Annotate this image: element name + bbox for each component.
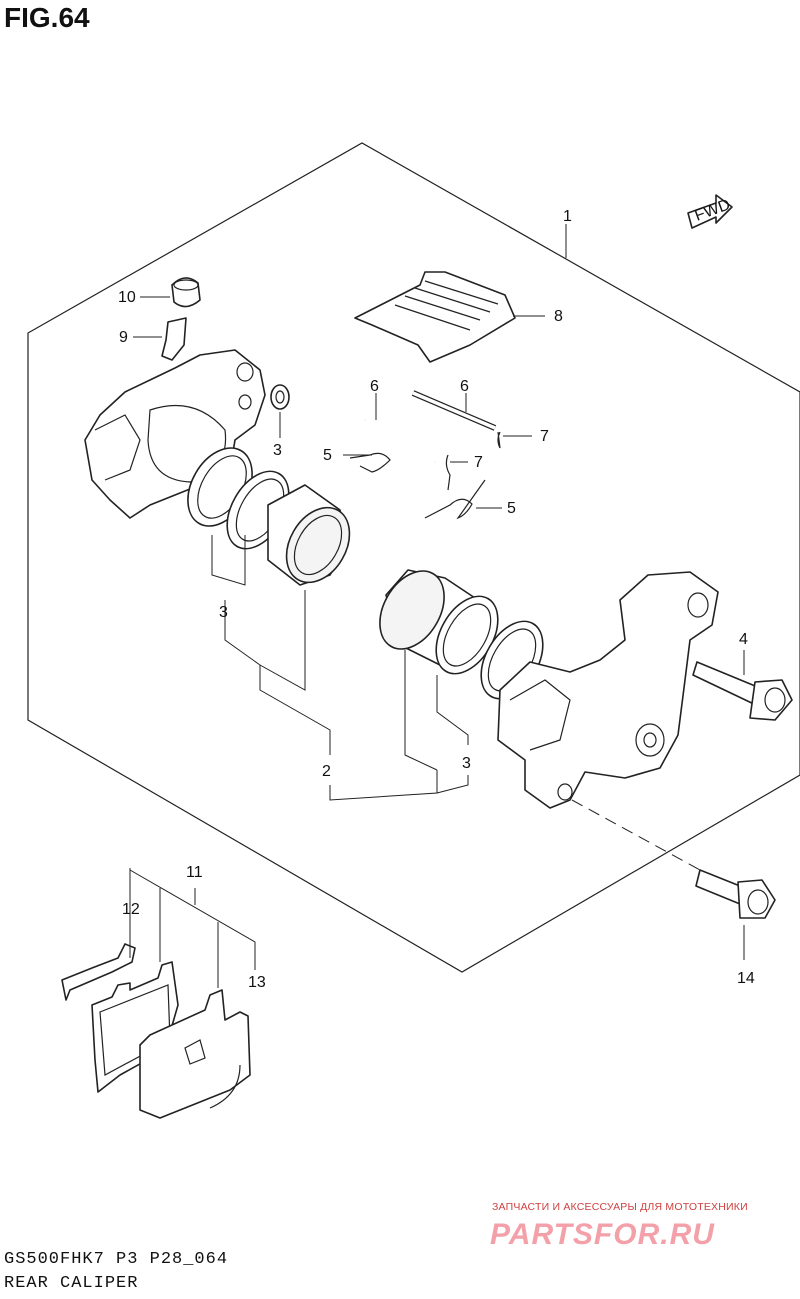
fwd-label: FWD bbox=[693, 196, 733, 224]
caliper-body-part bbox=[84, 349, 266, 519]
retaining-clip-part bbox=[445, 454, 468, 491]
callout-13: 13 bbox=[248, 974, 266, 991]
watermark-tagline: ЗАПЧАСТИ И АКСЕССУАРЫ ДЛЯ МОТОТЕХНИКИ bbox=[492, 1201, 748, 1213]
bleeder-cap-part bbox=[140, 277, 201, 308]
pad-spring-part bbox=[354, 271, 545, 363]
callout-10: 10 bbox=[118, 289, 136, 306]
callout-5: 5 bbox=[323, 447, 332, 464]
callout-3: 3 bbox=[219, 604, 228, 621]
watermark-logo: PARTSFOR.RU bbox=[490, 1218, 715, 1251]
callout-12: 12 bbox=[122, 901, 140, 918]
callout-2: 2 bbox=[322, 763, 331, 780]
retaining-clip-part bbox=[497, 431, 532, 449]
callout-4: 4 bbox=[739, 631, 748, 648]
callout-8: 8 bbox=[554, 308, 563, 325]
assembly-outline bbox=[27, 142, 800, 973]
fwd-arrow-icon: FWD bbox=[687, 194, 733, 229]
pad-pin-part bbox=[364, 393, 436, 464]
bracket-bolt-part bbox=[695, 869, 776, 960]
clip-part bbox=[424, 479, 502, 520]
caliper-bolt-part bbox=[692, 650, 793, 721]
callout-6: 6 bbox=[460, 378, 469, 395]
clip-part bbox=[343, 452, 391, 473]
piston-left-part bbox=[267, 484, 351, 586]
figure-code: GS500FHK7 P3 P28_064 bbox=[4, 1250, 229, 1269]
figure-name: REAR CALIPER bbox=[4, 1274, 139, 1293]
callout-11: 11 bbox=[186, 864, 203, 881]
callout-3: 3 bbox=[462, 755, 471, 772]
caliper-bracket-part bbox=[497, 571, 719, 809]
callout-9: 9 bbox=[119, 329, 128, 346]
washer-part bbox=[270, 384, 290, 438]
figure-title: FIG.64 bbox=[4, 2, 90, 33]
bleeder-valve-part bbox=[133, 317, 187, 361]
callout-14: 14 bbox=[737, 970, 755, 987]
callout-7: 7 bbox=[474, 454, 483, 471]
brake-pad-part bbox=[139, 989, 251, 1119]
callout-6: 6 bbox=[370, 378, 379, 395]
callout-3: 3 bbox=[273, 442, 282, 459]
pad-pin-part bbox=[411, 390, 497, 431]
callout-7: 7 bbox=[540, 428, 549, 445]
brake-pad-shim-part bbox=[61, 943, 136, 1001]
callout-1: 1 bbox=[563, 208, 572, 225]
callout-5: 5 bbox=[507, 500, 516, 517]
